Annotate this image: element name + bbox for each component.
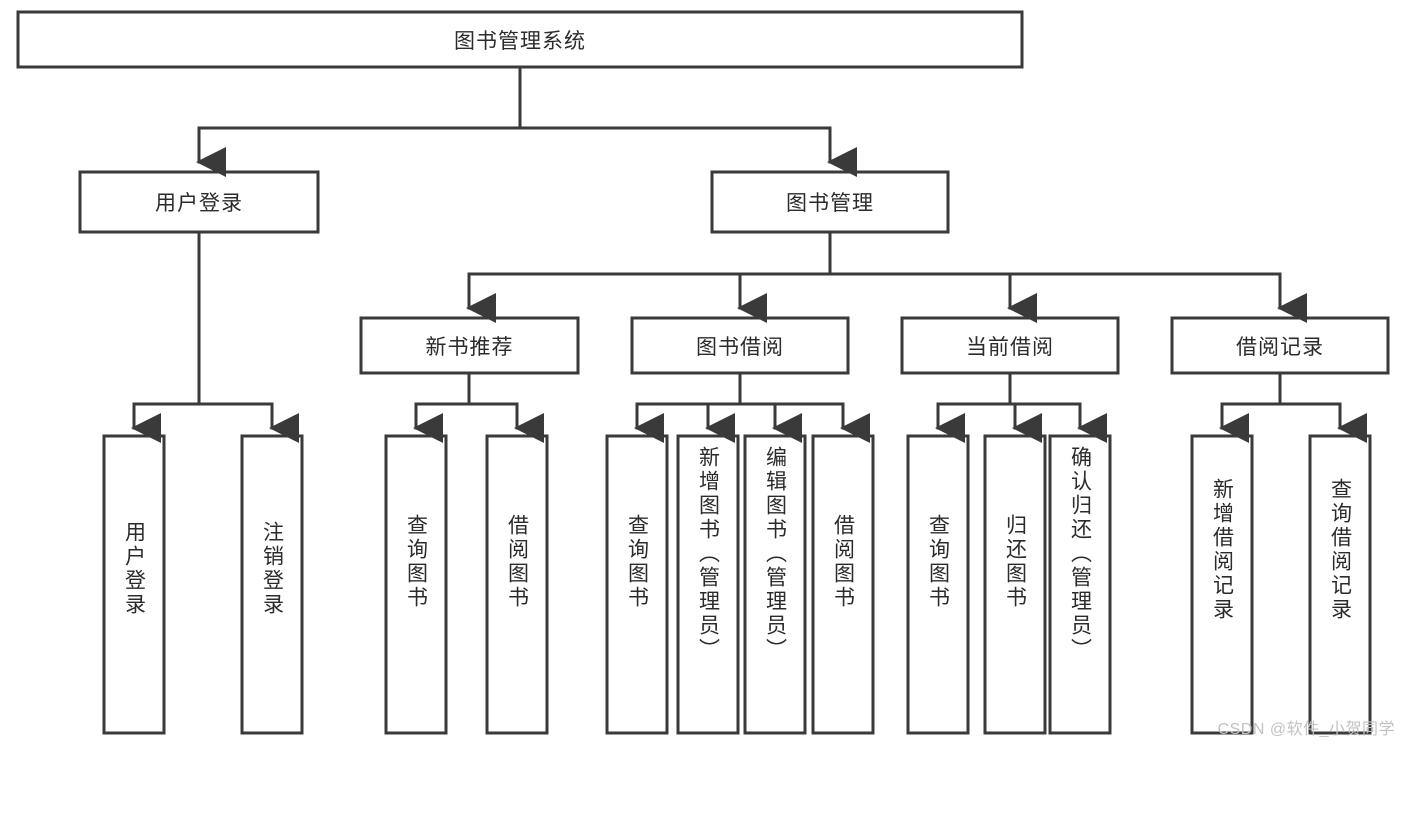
node-box-leaf-borrow-book-1[interactable]: [485, 434, 549, 735]
connector-group-user-login: [131, 230, 299, 443]
connector-group-borrow-record: [1219, 371, 1367, 443]
node-box-leaf-return-book[interactable]: [983, 434, 1047, 735]
node-box-current-borrow[interactable]: [900, 316, 1120, 375]
csdn-watermark: CSDN @软件_小贺同学: [1217, 721, 1395, 738]
node-box-leaf-query-record[interactable]: [1308, 434, 1372, 735]
node-box-book-borrow[interactable]: [630, 316, 850, 375]
node-box-leaf-query-book-3[interactable]: [906, 434, 970, 735]
node-box-book-manage[interactable]: [710, 170, 950, 234]
node-box-leaf-logout[interactable]: [240, 434, 304, 735]
node-box-leaf-confirm-return[interactable]: [1048, 434, 1112, 735]
node-box-leaf-query-book-2[interactable]: [605, 434, 669, 735]
flowchart-svg: [16, 10, 1390, 735]
node-box-user-login[interactable]: [78, 170, 320, 234]
node-box-new-book-recommend[interactable]: [359, 316, 580, 375]
flowchart-canvas: 图书管理系统 用户登录 图书管理 新书推荐 图书借阅 当前借阅 借阅记录 用户登…: [16, 10, 1395, 738]
node-box-leaf-add-book[interactable]: [676, 434, 740, 735]
connector-group-book-borrow: [634, 371, 870, 443]
connector-group-book-manage: [466, 230, 1307, 323]
connector-group-current-borrow: [935, 371, 1107, 443]
connector-group-root: [196, 65, 857, 177]
node-box-leaf-query-book-1[interactable]: [384, 434, 448, 735]
node-box-leaf-borrow-book-2[interactable]: [811, 434, 875, 735]
connector-group-new-book-recommend: [413, 371, 544, 443]
node-box-borrow-record[interactable]: [1170, 316, 1390, 375]
node-box-leaf-add-record[interactable]: [1190, 434, 1254, 735]
node-box-leaf-user-login[interactable]: [102, 434, 166, 735]
node-box-root[interactable]: [16, 10, 1024, 69]
node-box-leaf-edit-book[interactable]: [743, 434, 807, 735]
